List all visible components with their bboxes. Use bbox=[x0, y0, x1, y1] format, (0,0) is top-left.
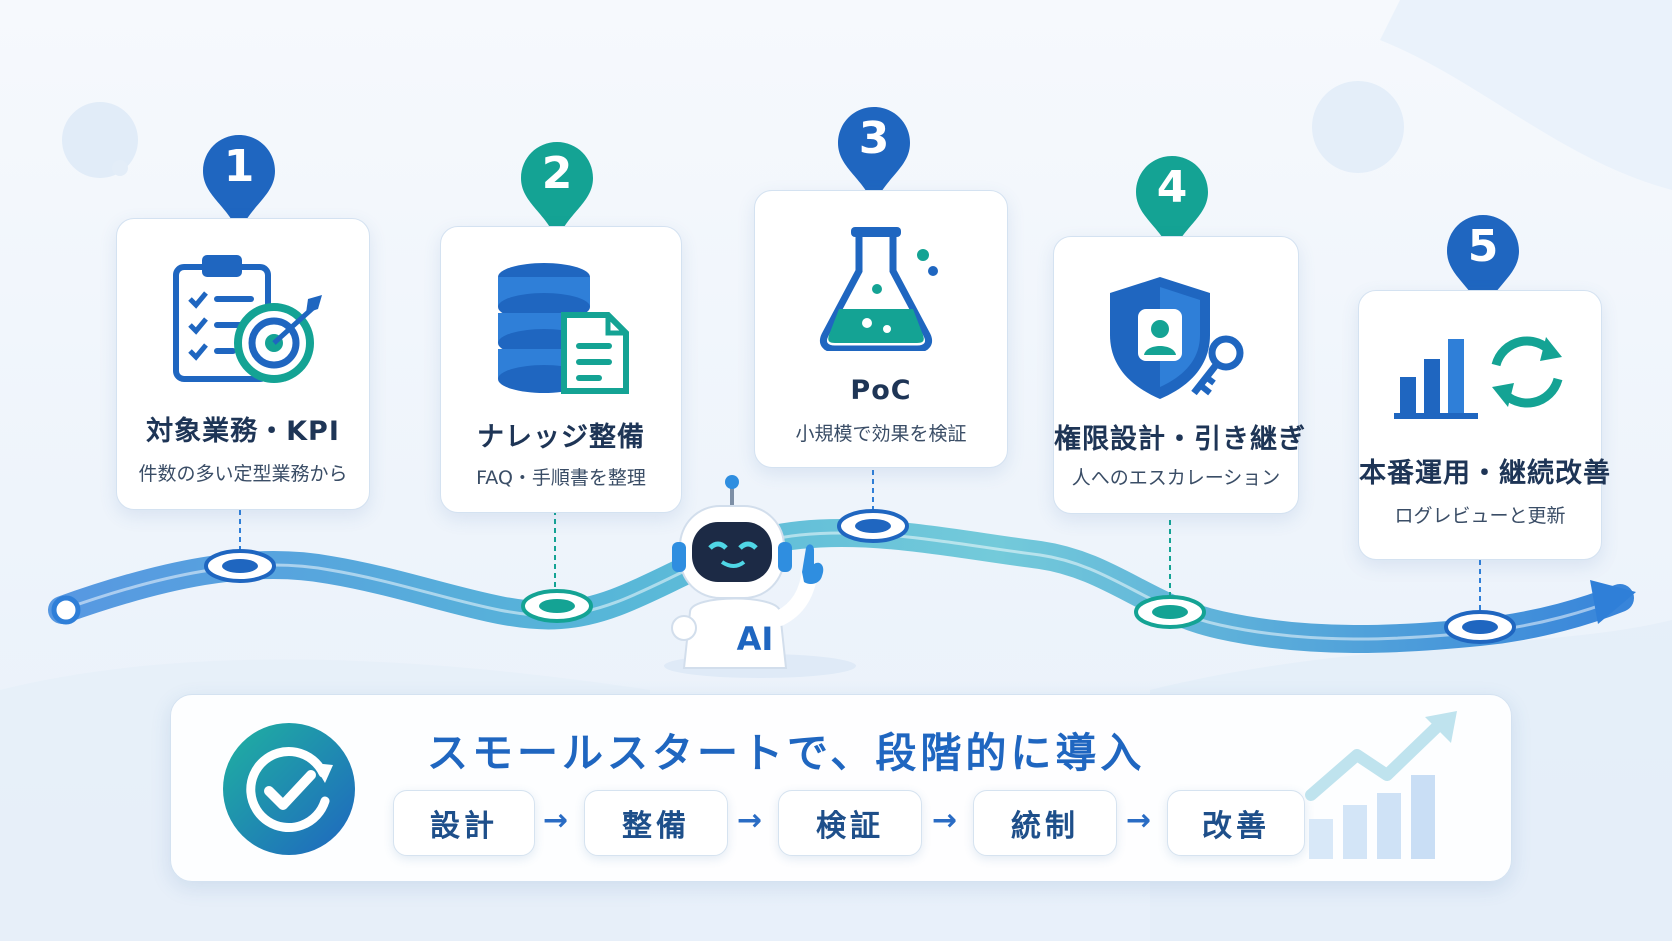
step-1-card: 対象業務・KPI 件数の多い定型業務から bbox=[116, 218, 370, 510]
check-cycle-icon bbox=[223, 723, 355, 855]
step-4-title: 権限設計・引き継ぎ bbox=[1054, 424, 1306, 455]
ai-robot-icon bbox=[664, 475, 856, 678]
step-5-number: 5 bbox=[1467, 221, 1499, 272]
step-2-number: 2 bbox=[541, 148, 573, 199]
flow-chip-verify: 検証 bbox=[778, 790, 922, 856]
step-1-pin-icon bbox=[203, 135, 275, 233]
clipboard-target-icon bbox=[173, 255, 322, 383]
step-4-number: 4 bbox=[1156, 162, 1188, 213]
decor-bubble bbox=[1312, 81, 1404, 173]
step-4-card: 権限設計・引き継ぎ 人へのエスカレーション bbox=[1053, 236, 1306, 514]
flow-chip-prepare: 整備 bbox=[584, 790, 728, 856]
robot-label: AI bbox=[736, 620, 774, 658]
summary-banner: スモールスタートで、段階的に導入 設計 → 整備 → 検証 → 統制 → 改善 bbox=[170, 694, 1512, 882]
step-2-subtitle: FAQ・手順書を整理 bbox=[476, 467, 646, 489]
step-1-title: 対象業務・KPI bbox=[146, 416, 340, 447]
step-5-card: 本番運用・継続改善 ログレビューと更新 bbox=[1358, 290, 1611, 560]
flow-arrow-icon: → bbox=[737, 803, 763, 838]
step-3-card: PoC 小規模で効果を検証 bbox=[754, 190, 1008, 468]
road-node-1 bbox=[204, 549, 276, 583]
road-node-3 bbox=[837, 509, 909, 543]
flow-chip-govern: 統制 bbox=[973, 790, 1117, 856]
step-2-pin-icon bbox=[521, 142, 593, 240]
step-5-subtitle: ログレビューと更新 bbox=[1394, 505, 1566, 527]
step-1-subtitle: 件数の多い定型業務から bbox=[138, 463, 348, 485]
step-3-number: 3 bbox=[858, 113, 890, 164]
shield-key-icon bbox=[1110, 277, 1244, 399]
growth-chart-icon bbox=[1305, 711, 1457, 859]
road-start-marker bbox=[51, 595, 81, 625]
road-node-5 bbox=[1444, 610, 1516, 644]
road-arrow-head bbox=[1590, 580, 1636, 624]
flow-arrow-icon: → bbox=[932, 803, 958, 838]
decor-bubble bbox=[112, 160, 128, 176]
step-4-pin-icon bbox=[1136, 156, 1208, 254]
step-3-title: PoC bbox=[850, 375, 912, 406]
flow-chip-improve: 改善 bbox=[1167, 790, 1305, 856]
step-1-number: 1 bbox=[223, 141, 255, 192]
road-node-4 bbox=[1134, 595, 1206, 629]
step-2-title: ナレッジ整備 bbox=[477, 422, 645, 453]
decor-wave bbox=[1380, 0, 1672, 190]
step-3-pin-icon bbox=[838, 107, 910, 205]
step-2-card: ナレッジ整備 FAQ・手順書を整理 bbox=[440, 226, 682, 513]
flow-chip-design: 設計 bbox=[393, 790, 535, 856]
database-document-icon bbox=[498, 263, 629, 394]
flow-arrow-icon: → bbox=[543, 803, 569, 838]
step-5-title: 本番運用・継続改善 bbox=[1359, 458, 1611, 489]
road-node-2 bbox=[521, 589, 593, 623]
flask-icon bbox=[819, 227, 938, 351]
banner-title: スモールスタートで、段階的に導入 bbox=[427, 729, 1146, 777]
step-5-pin-icon bbox=[1447, 215, 1519, 313]
step-3-subtitle: 小規模で効果を検証 bbox=[795, 423, 967, 445]
flow-arrow-icon: → bbox=[1126, 803, 1152, 838]
decor-bubble bbox=[62, 102, 138, 178]
step-4-subtitle: 人へのエスカレーション bbox=[1071, 467, 1281, 489]
chart-refresh-icon bbox=[1394, 336, 1563, 419]
